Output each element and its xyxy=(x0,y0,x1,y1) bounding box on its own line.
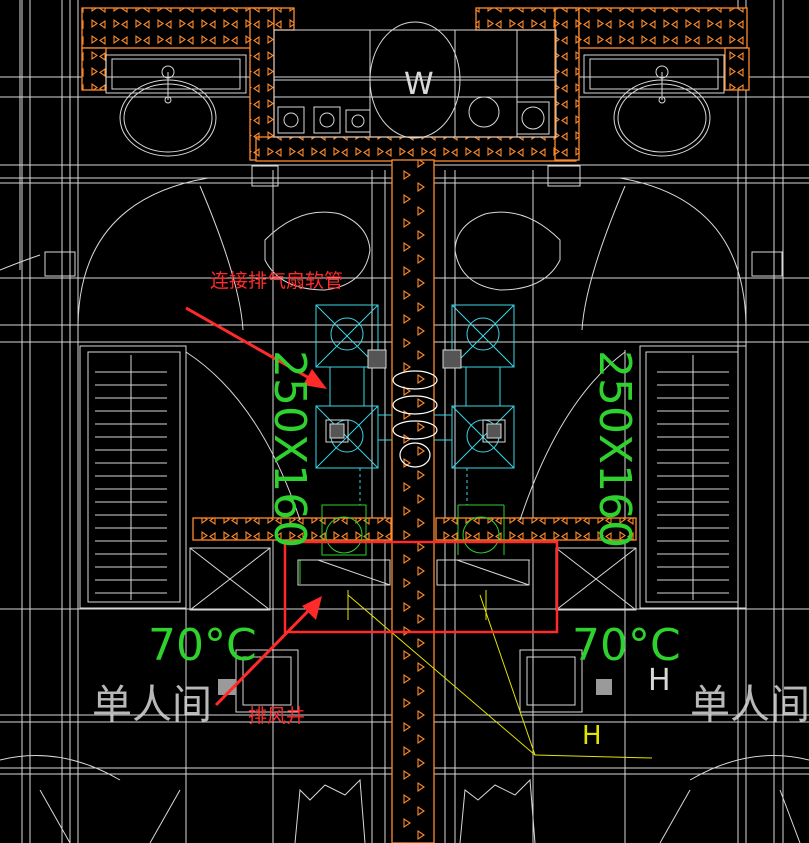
exhaust-shaft-annotation: 排风井 xyxy=(248,705,305,727)
right-wardrobe xyxy=(639,345,747,609)
yellow-leader-lines xyxy=(347,590,653,759)
exhaust-shaft-highlight-box xyxy=(283,540,559,634)
right-temperature-label: 70°C xyxy=(572,620,681,671)
duct-connectors xyxy=(329,367,501,505)
left-wardrobe xyxy=(79,345,187,609)
flex-duct-annotation: 连接排气扇软管 xyxy=(210,270,343,292)
white-duct-frames xyxy=(297,559,530,586)
flex-duct-ovals xyxy=(392,370,438,468)
lower-cabinets xyxy=(0,547,809,843)
exhaust-shaft xyxy=(391,159,435,843)
fixture-mark-w: W xyxy=(404,67,434,102)
right-washbasin xyxy=(547,54,725,187)
exhaust-fan-left-lower xyxy=(315,405,379,469)
height-mark-right-yellow: H xyxy=(582,721,602,751)
exhaust-fan-left-upper xyxy=(315,304,387,369)
toilets-and-arcs xyxy=(0,0,783,521)
right-duct-size-label: 250X160 xyxy=(589,350,640,548)
left-duct-size-label: 250X160 xyxy=(264,350,315,548)
left-washbasin xyxy=(105,54,279,187)
exhaust-fan-right-lower xyxy=(451,405,515,469)
upper-fire-wall xyxy=(81,7,750,162)
upper-laundry-area xyxy=(273,21,557,139)
annotation-arrows xyxy=(185,306,327,707)
right-room-name: 单人间 xyxy=(690,682,809,728)
height-mark-right-white: H xyxy=(648,663,671,698)
left-room-name: 单人间 xyxy=(92,682,212,728)
middle-fire-wall xyxy=(192,517,637,541)
left-temperature-label: 70°C xyxy=(148,620,257,671)
exhaust-fan-right-upper xyxy=(442,304,515,369)
